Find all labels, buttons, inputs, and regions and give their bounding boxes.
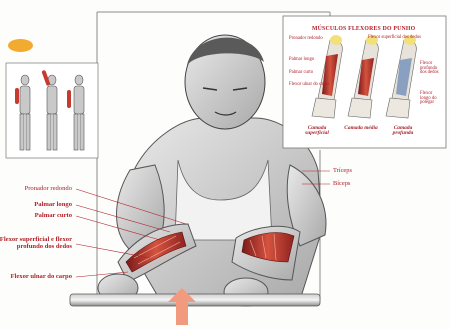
- label-palmar-longo: Palmar longo: [34, 202, 72, 209]
- inset-title: MÚSCULOS FLEXORES DO PUNHO: [312, 27, 415, 33]
- label-flexor-ulnar: Flexor ulnar do carpo: [11, 274, 72, 281]
- label-triceps: Tríceps: [333, 168, 352, 174]
- label-palmar-curto: Palmar curto: [35, 213, 72, 220]
- inset-caption-superficial: Camada superficial: [298, 126, 336, 137]
- inset-label-flexor-ulnar: Flexor ulnar do carpo: [289, 83, 329, 88]
- inset-label-palmar-longo: Palmar longo: [289, 58, 314, 63]
- inset-label-pronador: Pronador redondo: [289, 37, 323, 42]
- inset-caption-media: Camada média: [342, 126, 380, 131]
- label-flexor-dedos: Flexor superficial e flexor profundo dos…: [0, 237, 72, 250]
- inset-label-flexor-polegar: Flexor longo do polegar: [420, 92, 444, 106]
- label-pronador-redondo: Pronador redondo: [25, 186, 72, 193]
- inset-caption-profunda: Camada profunda: [384, 126, 422, 137]
- inset-label-palmar-curto: Palmar curto: [289, 71, 313, 76]
- label-biceps: Bíceps: [333, 181, 350, 187]
- orange-badge: [8, 39, 33, 52]
- inset-label-flexor-profundo: Flexor profundo dos dedos: [420, 62, 444, 76]
- inset-label-flexor-superficial: Flexor superficial dos dedos: [368, 36, 421, 41]
